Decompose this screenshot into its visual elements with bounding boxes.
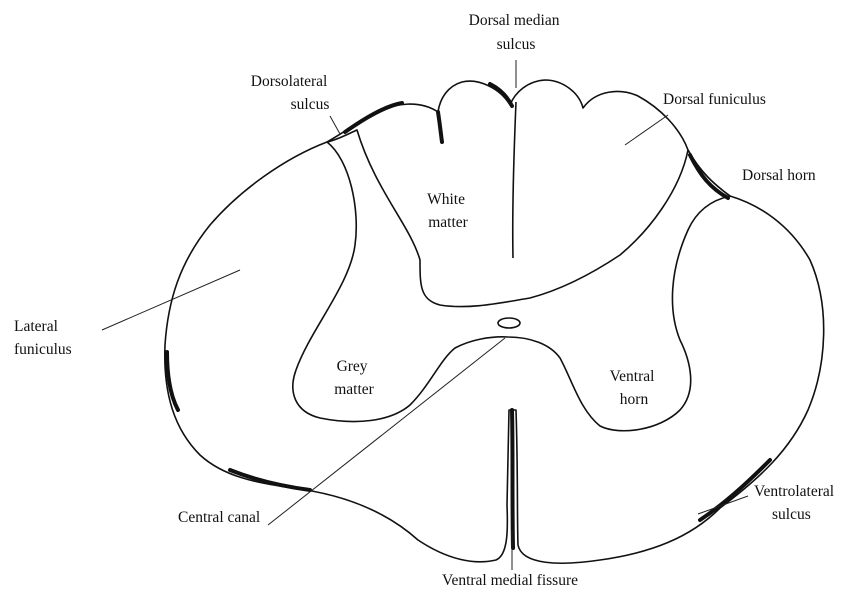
label-central-canal: Central canal [178, 509, 260, 526]
central-canal [498, 318, 520, 328]
leader-ventrolateral-sulcus [698, 496, 748, 514]
leader-dorsal-funiculus [625, 115, 668, 145]
leader-lateral-funiculus [102, 270, 240, 330]
label-dorsal-horn: Dorsal horn [742, 167, 816, 184]
rim-lateral [167, 352, 178, 410]
label-grey-matter: Grey matter [334, 358, 374, 398]
label-dorsal-funiculus: Dorsal funiculus [663, 91, 766, 108]
label-dorsolateral-sulcus: Dorsolateral sulcus [251, 73, 331, 113]
rim-ventral-left [230, 470, 310, 490]
rim-dorsal-left [438, 112, 442, 142]
leader-dorsolateral-sulcus [330, 116, 340, 134]
label-ventrolateral-sulcus: Ventrolateral sulcus [754, 483, 838, 523]
label-ventral-medial-fissure: Ventral medial fissure [442, 572, 578, 589]
rim-ventral-fissure [512, 410, 513, 548]
rim-dorsolateral [345, 103, 402, 132]
label-dorsal-median-sulcus: Dorsal median sulcus [469, 12, 564, 53]
label-lateral-funiculus: Lateral funiculus [14, 318, 72, 358]
leader-central-canal [268, 338, 505, 525]
dorsal-median-septum [513, 102, 516, 258]
label-white-matter: White matter [427, 191, 469, 231]
spinal-cord-outline [165, 80, 824, 563]
label-ventral-horn: Ventral horn [610, 368, 659, 408]
